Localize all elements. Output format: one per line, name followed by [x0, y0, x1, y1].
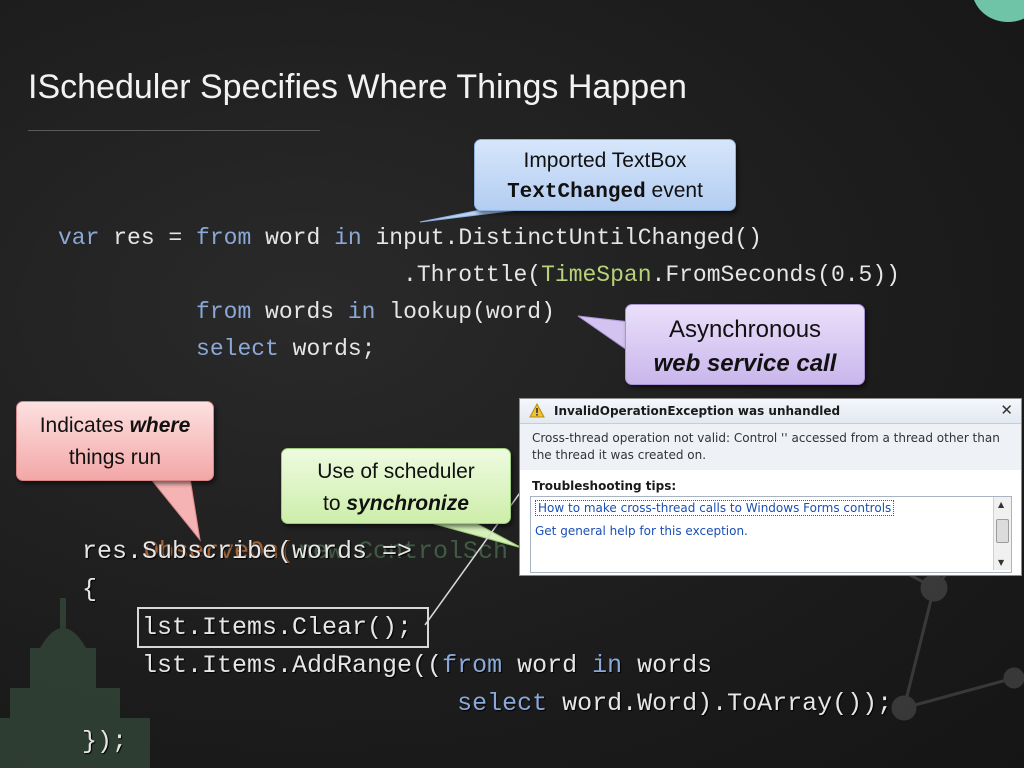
code-type: TimeSpan — [541, 262, 652, 288]
troubleshooting-tips-header: Troubleshooting tips: — [532, 479, 677, 493]
callout-text: Indicates — [39, 414, 130, 437]
code-keyword: from — [196, 225, 252, 251]
subscribe-code-block: res.Subscribe(words => { lst.Items.Clear(… — [82, 533, 892, 761]
code-text: word.Word).ToArray()); — [547, 689, 893, 718]
callout-line: Use of scheduler — [317, 460, 475, 483]
code-line: select words; — [58, 331, 900, 368]
callout-line: Asynchronous — [668, 316, 822, 343]
code-line: .Throttle(TimeSpan.FromSeconds(0.5)) — [58, 257, 900, 294]
callout-emphasis: synchronize — [346, 492, 469, 515]
code-text: words; — [278, 336, 376, 362]
code-text — [82, 689, 457, 718]
code-line: select word.Word).ToArray()); — [82, 685, 892, 723]
callout-line: Imported TextBox — [523, 149, 687, 172]
callout-line: Indicates where — [17, 410, 213, 442]
code-keyword: select — [457, 689, 548, 718]
code-keyword: in — [334, 225, 362, 251]
building-decoration — [0, 598, 150, 768]
code-keyword: in — [347, 299, 376, 325]
code-line: lst.Items.Clear(); — [82, 613, 413, 642]
callout-text: to — [323, 492, 347, 515]
scroll-thumb[interactable] — [996, 519, 1009, 543]
code-text: words — [622, 651, 713, 680]
code-keyword: var — [58, 225, 100, 251]
callout-emphasis-line: web service call — [653, 350, 837, 377]
code-line: }); — [82, 727, 128, 756]
code-line: res.Subscribe(words => — [82, 537, 413, 566]
callout-line: things run — [68, 446, 162, 469]
code-text: word — [251, 225, 335, 251]
code-text: lst.Items.AddRange(( — [82, 651, 443, 680]
code-line: lst.Items.AddRange((from word in words — [82, 647, 892, 685]
warning-icon — [529, 403, 545, 418]
tip-link-general-help[interactable]: Get general help for this exception. — [535, 524, 748, 538]
imported-textbox-callout: Imported TextBox TextChanged event — [474, 139, 736, 211]
tips-scrollbar[interactable]: ▲ ▼ — [993, 497, 1011, 570]
code-keyword: from — [442, 651, 503, 680]
scroll-down-arrow-icon[interactable]: ▼ — [998, 558, 1005, 567]
clear-call-highlight — [137, 607, 429, 648]
code-text: words — [251, 299, 348, 325]
tip-link-cross-thread[interactable]: How to make cross-thread calls to Window… — [535, 500, 895, 516]
code-keyword: in — [592, 651, 623, 680]
code-text — [58, 336, 196, 362]
exception-dialog: InvalidOperationException was unhandled … — [519, 398, 1022, 576]
callout-emphasis: where — [129, 414, 191, 437]
code-text — [58, 299, 196, 325]
exception-message: Cross-thread operation not valid: Contro… — [520, 424, 1021, 470]
code-text: lookup(word) — [375, 299, 555, 325]
code-line: var res = from word in input.DistinctUnt… — [58, 220, 900, 257]
code-keyword: from — [196, 299, 252, 325]
slide-title: IScheduler Specifies Where Things Happen — [28, 68, 687, 106]
ghost-observeon-text: ObserveOn( — [144, 537, 295, 566]
where-things-run-callout: Indicates where things run — [16, 401, 214, 481]
query-code-block: var res = from word in input.DistinctUnt… — [58, 220, 900, 368]
title-underline — [28, 130, 320, 131]
accent-circle — [972, 0, 1024, 22]
code-line: from words in lookup(word) — [58, 294, 900, 331]
code-text: .FromSeconds(0.5)) — [651, 262, 900, 288]
code-text: input.DistinctUntilChanged() — [361, 225, 762, 251]
scroll-up-arrow-icon[interactable]: ▲ — [998, 500, 1005, 509]
code-keyword: select — [196, 336, 279, 362]
code-text: word — [502, 651, 593, 680]
callout-text: event — [645, 179, 703, 202]
code-text: res = — [99, 225, 197, 251]
async-web-service-callout: Asynchronous web service call — [625, 304, 865, 385]
exception-dialog-header: InvalidOperationException was unhandled … — [520, 399, 1021, 424]
callout-mono-text: TextChanged — [507, 181, 646, 204]
code-text: .Throttle( — [58, 262, 542, 288]
code-line: { — [82, 575, 98, 604]
exception-title: InvalidOperationException was unhandled — [554, 404, 841, 418]
where-callout-pointer — [148, 477, 201, 542]
troubleshooting-tips-list: How to make cross-thread calls to Window… — [530, 496, 1012, 573]
callout-line: to synchronize — [282, 488, 510, 520]
synchronize-callout: Use of scheduler to synchronize — [281, 448, 511, 524]
callout-line: TextChanged event — [475, 176, 735, 208]
close-icon[interactable]: ✕ — [1000, 401, 1013, 419]
